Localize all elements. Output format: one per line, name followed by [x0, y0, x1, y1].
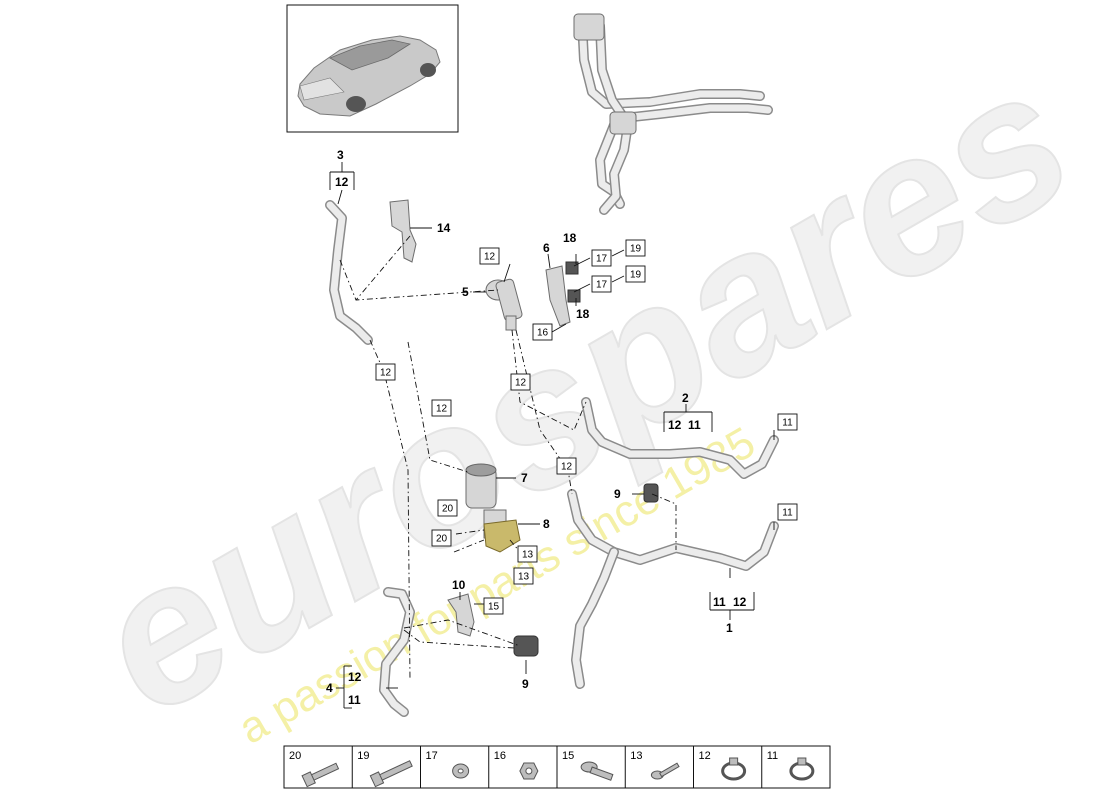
legend-number: 16	[494, 750, 506, 762]
ref-box-label: 12	[484, 252, 496, 263]
bolt-washer-icon	[580, 761, 614, 781]
vehicle-thumbnail	[286, 4, 459, 133]
ref-box-label: 15	[488, 602, 500, 613]
washer-icon	[452, 763, 470, 779]
callout-4-clamp-12: 12	[348, 670, 362, 684]
legend-item-16: 16	[494, 750, 539, 780]
clip-9-upper	[643, 483, 659, 503]
legend-number: 20	[289, 750, 301, 762]
callout-1: 1	[726, 621, 733, 635]
clip-9-lower	[513, 635, 539, 657]
bracket-8	[483, 519, 521, 553]
ref-box-label: 16	[537, 328, 549, 339]
ref-box-label: 17	[596, 254, 608, 265]
legend-item-11: 11	[767, 750, 815, 781]
callout-9-upper: 9	[614, 487, 621, 501]
ref-box-11: 11	[777, 413, 798, 431]
ref-box-label: 20	[436, 534, 448, 545]
bolt-flange-icon	[301, 762, 340, 788]
callouts: 3 12 14 5 6 18 18 2 12 11 7 8 9 9 10 1 1…	[326, 148, 747, 707]
ref-box-label: 12	[436, 404, 448, 415]
ref-box-label: 19	[630, 270, 642, 281]
ref-box-label: 13	[518, 572, 530, 583]
legend-item-12: 12	[699, 750, 747, 781]
legend-number: 13	[630, 750, 642, 762]
ref-box-17: 17	[591, 249, 612, 267]
hose-2	[581, 397, 779, 479]
callout-18-lower: 18	[576, 307, 590, 321]
callout-14: 14	[437, 221, 451, 235]
ref-box-label: 20	[442, 504, 454, 515]
boxed-references: 19 17 19 17 12 16 12 12 12 12 11 11 20 20 13 13 15	[375, 239, 798, 615]
callout-1-clamp-11: 11	[713, 595, 726, 609]
callout-18-upper: 18	[563, 231, 577, 245]
ref-box-17: 17	[591, 275, 612, 293]
fastener-legend: 20 19 17 16 15 13 12 11	[283, 745, 831, 789]
legend-item-17: 17	[426, 750, 470, 779]
ref-box-12: 12	[510, 373, 531, 391]
hose-1	[567, 489, 779, 689]
ref-box-12: 12	[375, 363, 396, 381]
legend-number: 11	[767, 750, 778, 762]
legend-number: 15	[562, 750, 574, 762]
ref-box-label: 13	[522, 550, 534, 561]
ref-box-label: 12	[380, 368, 392, 379]
assembly-lines	[339, 235, 677, 681]
callout-1-clamp-12: 12	[733, 595, 747, 609]
legend-number: 12	[699, 750, 711, 762]
ref-box-20: 20	[431, 529, 452, 547]
hose-4	[379, 587, 415, 717]
callout-3-sub: 12	[335, 175, 349, 189]
ref-box-label: 17	[596, 280, 608, 291]
callout-5: 5	[462, 285, 469, 299]
nut-icon	[519, 762, 539, 780]
ref-box-label: 11	[782, 418, 793, 429]
ref-box-label: 11	[782, 508, 793, 519]
ref-box-12: 12	[479, 247, 500, 265]
ref-box-label: 19	[630, 244, 642, 255]
callout-2-clamp-11: 11	[688, 418, 701, 432]
ref-box-19: 19	[625, 265, 646, 283]
coolant-manifold	[573, 13, 773, 215]
ref-box-13: 13	[513, 567, 534, 585]
callout-8: 8	[543, 517, 550, 531]
callout-10: 10	[452, 578, 466, 592]
bracket-14	[389, 199, 417, 263]
callout-2: 2	[682, 391, 689, 405]
legend-item-15: 15	[562, 750, 614, 781]
ref-box-label: 12	[561, 462, 573, 473]
bracket-10	[447, 593, 475, 637]
legend-number: 19	[357, 750, 369, 762]
ref-box-16: 16	[532, 323, 553, 341]
ref-box-15: 15	[483, 597, 504, 615]
callout-4: 4	[326, 681, 333, 695]
callout-6: 6	[543, 241, 550, 255]
legend-item-20: 20	[289, 750, 340, 788]
hose-clamp-icon	[789, 757, 815, 781]
ref-box-11: 11	[777, 503, 798, 521]
legend-item-13: 13	[630, 750, 680, 780]
callout-3: 3	[337, 148, 344, 162]
bolt-long-icon	[369, 760, 413, 788]
ref-box-12: 12	[556, 457, 577, 475]
ref-box-label: 12	[515, 378, 527, 389]
leader-lines	[329, 162, 775, 709]
legend-item-19: 19	[357, 750, 413, 788]
ref-box-20: 20	[437, 499, 458, 517]
screw-icon	[650, 762, 680, 780]
callout-9-lower: 9	[522, 677, 529, 691]
callout-2-clamp-12: 12	[668, 418, 682, 432]
ref-box-13: 13	[517, 545, 538, 563]
hose-clamp-icon	[721, 757, 747, 781]
legend-number: 17	[426, 750, 438, 762]
callout-4-clamp-11: 11	[348, 693, 361, 707]
callout-7: 7	[521, 471, 528, 485]
ref-box-12: 12	[431, 399, 452, 417]
ref-box-19: 19	[625, 239, 646, 257]
hose-3	[325, 200, 373, 345]
